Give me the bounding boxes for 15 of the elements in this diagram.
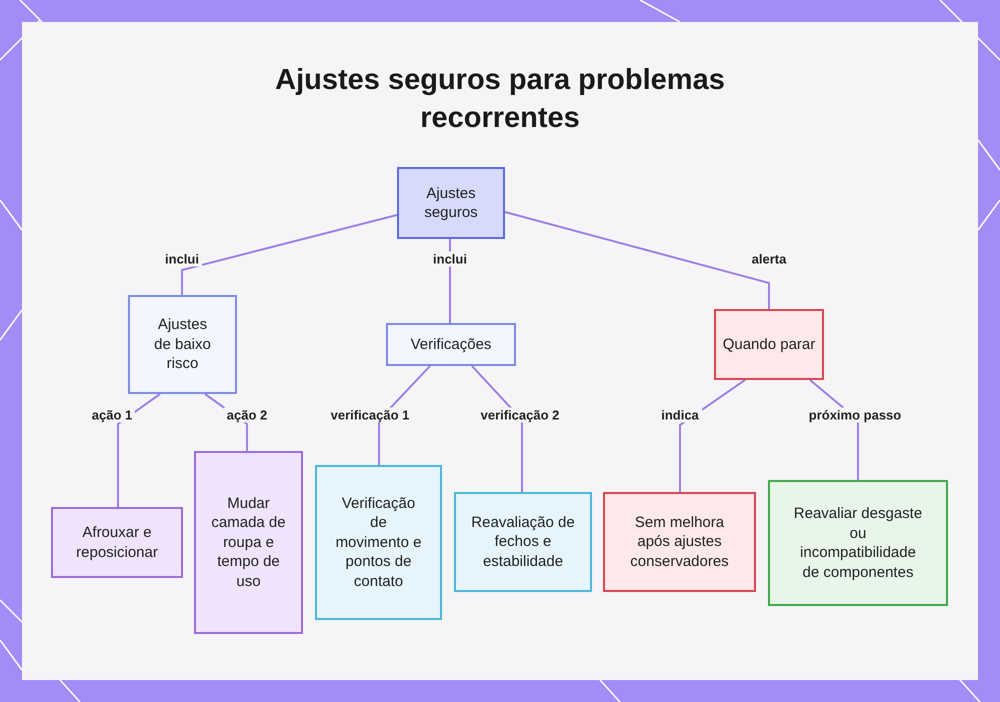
connector-line [181, 214, 398, 295]
connector-line [471, 365, 523, 492]
process-box: Ajustes de baixo risco [128, 295, 237, 394]
process-box: Afrouxar e reposicionar [51, 507, 183, 578]
process-box: Reavaliar desgaste ou incompatibilidade de componentes [768, 480, 948, 606]
process-box: Quando parar [714, 309, 824, 380]
process-box: Mudar camada de roupa e tempo de uso [194, 451, 303, 634]
process-box: Ajustes seguros [397, 167, 505, 239]
process-box: Verificação de movimento e pontos de contato [315, 465, 442, 620]
connector-line [117, 393, 161, 507]
process-box: Sem melhora após ajustes conservadores [603, 492, 756, 592]
connector-line [504, 211, 770, 309]
process-box: Verificações [386, 323, 516, 366]
process-box: Reavaliação de fechos e estabilidade [454, 492, 592, 592]
title: Ajustes seguros para problemas recorrentes [274, 63, 726, 136]
